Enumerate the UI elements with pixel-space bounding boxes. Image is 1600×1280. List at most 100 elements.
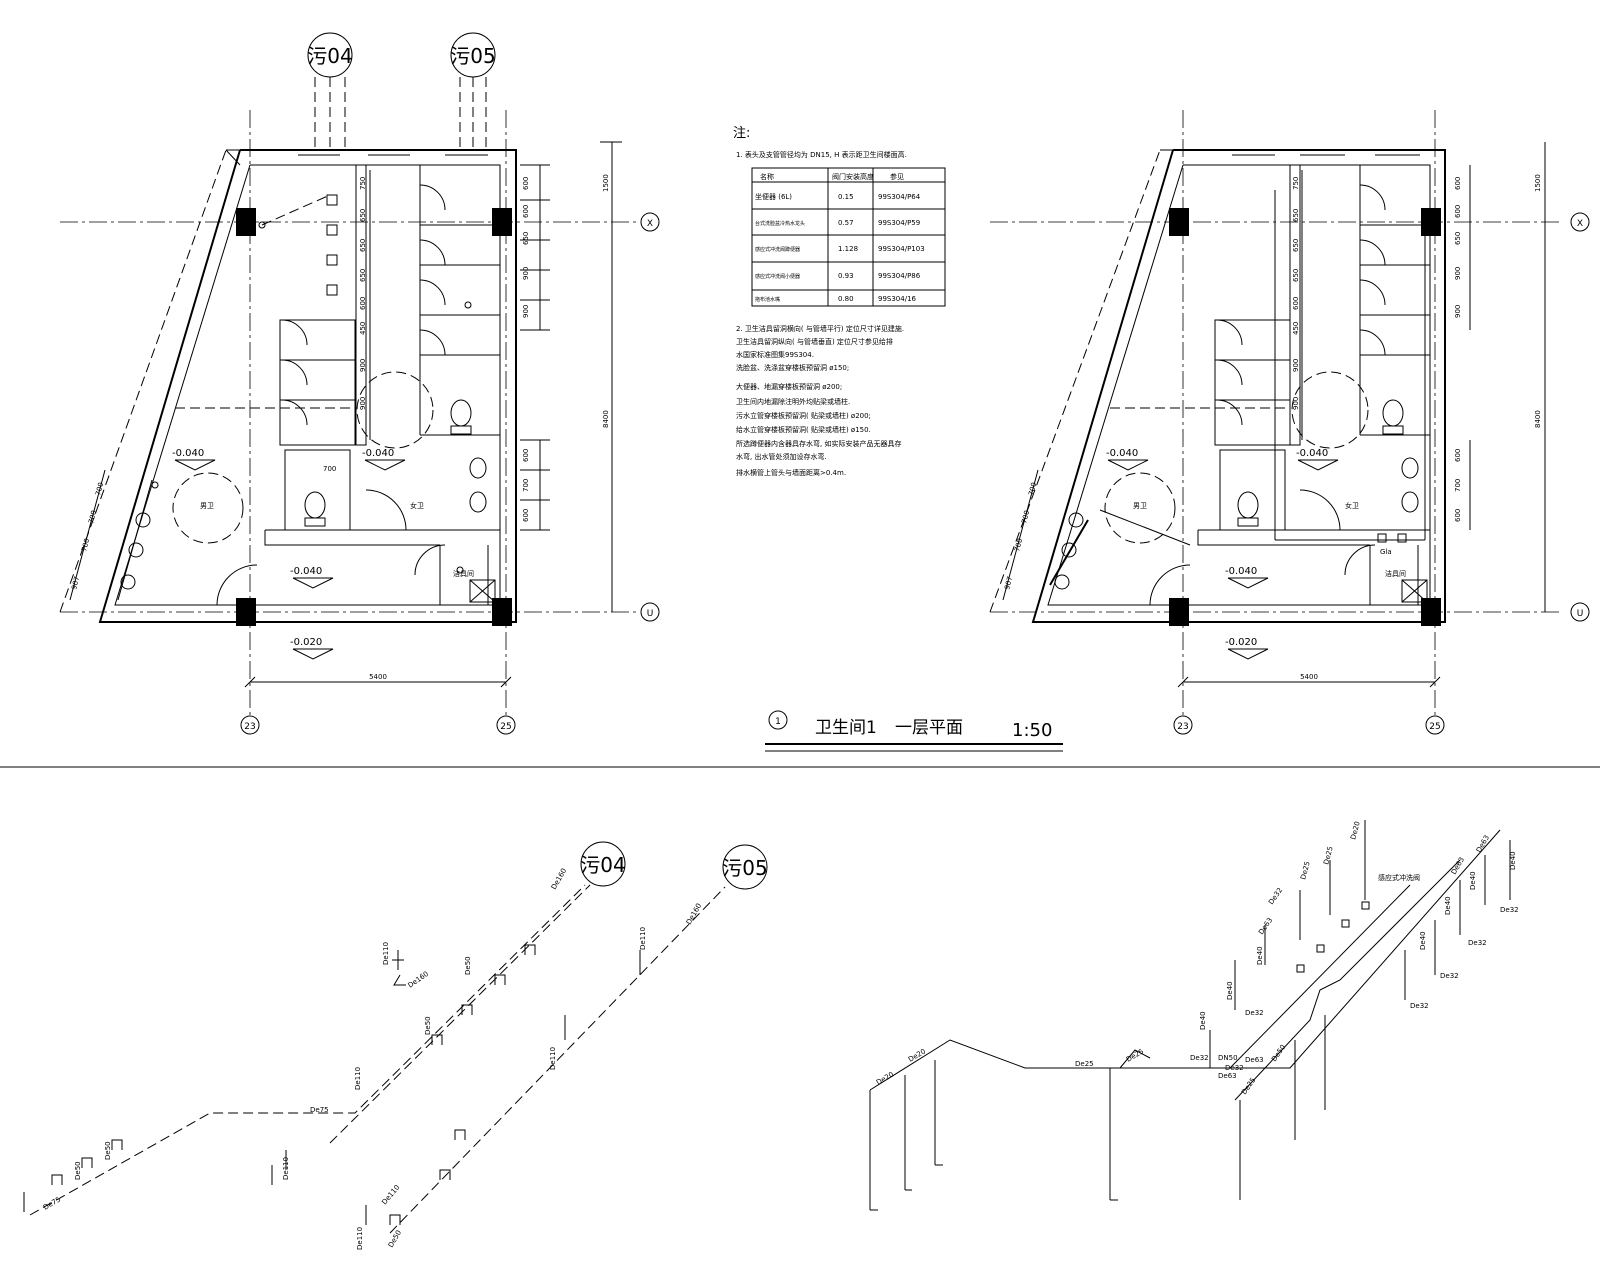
supply-de25-4: De25: [1299, 860, 1312, 880]
td-r2-c1: 台式洗脸盆冷热水龙头: [755, 220, 805, 227]
td-r2-c2: 0.57: [838, 219, 854, 227]
dim-r2-2: 600: [1454, 205, 1462, 218]
td-r1-c1: 坐便器 (6L): [755, 192, 792, 201]
supply-de32-3: De32: [1225, 1064, 1244, 1072]
supply-de20-1: De20: [875, 1070, 895, 1086]
axis-bubble-u-2: [1570, 602, 1590, 622]
dim-width-2: 5400: [1300, 673, 1318, 681]
axis-bubble-23: [240, 715, 260, 735]
note-2-l2: 卫生洁具留洞纵向( 与管墙垂直) 定位尺寸参见给排: [736, 337, 893, 346]
td-r1-c3: 99S304/P64: [878, 193, 921, 201]
supply-dn50: DN50: [1218, 1054, 1238, 1062]
axis-label-25: 25: [500, 722, 511, 732]
dim-8400-2: 8400: [1534, 410, 1542, 428]
dim-r5-2: 900: [1454, 305, 1462, 318]
dim-s4-2: 907: [1003, 576, 1014, 591]
supply-de32-5: De32: [1500, 906, 1519, 914]
dim-r7: 700: [522, 479, 530, 492]
axis-label-u: U: [647, 609, 654, 619]
axis-label-23: 23: [244, 722, 255, 732]
drain-de110-4: De110: [549, 1047, 557, 1070]
supply-de40-1: De40: [1199, 1011, 1207, 1030]
td-r4-c3: 99S304/P86: [878, 272, 921, 280]
supply-de63-4: De63: [1475, 834, 1491, 854]
dim-r6: 600: [522, 449, 530, 462]
stack-bubble-iso-2: [722, 844, 768, 890]
supply-de25-1: De25: [1075, 1060, 1094, 1068]
dim-i5: 600: [359, 297, 367, 310]
supply-de32-4: De32: [1267, 886, 1284, 906]
level-corridor-2: -0.040: [1225, 566, 1257, 577]
level-women: -0.040: [362, 448, 394, 459]
note-2-l8: 给水立管穿楼板预留洞( 贴梁或墙柱) ø150.: [736, 425, 871, 434]
drain-de50-1: De50: [464, 956, 472, 975]
th-height: 阀门安装高度: [832, 172, 874, 181]
dim-s3: 700: [80, 538, 91, 553]
plan-left: X U 23 25 污04 污05: [59, 32, 660, 735]
dim-s4: 907: [70, 576, 81, 591]
axis-bubble-x-2: [1570, 212, 1590, 232]
td-r5-c2: 0.80: [838, 295, 854, 303]
axis-bubble-25-2: [1425, 715, 1445, 735]
td-r2-c3: 99S304/P59: [878, 219, 920, 227]
supply-de40-4: De40: [1469, 871, 1477, 890]
stack-bubble-iso-1: [580, 841, 626, 887]
td-r4-c2: 0.93: [838, 272, 854, 280]
drain-de50-2: De50: [424, 1016, 432, 1035]
supply-de20-3: De20: [1349, 820, 1362, 840]
supply-de63-5: De63: [1450, 856, 1466, 876]
td-r1-c2: 0.15: [838, 193, 854, 201]
dim-r6-2: 600: [1454, 449, 1462, 462]
dim-1500-2: 1500: [1534, 174, 1542, 192]
axis-bubble-23-2: [1173, 715, 1193, 735]
title-bubble: [768, 710, 788, 730]
axis-label-25-2: 25: [1429, 722, 1440, 732]
stack-label-iso-2: 污05: [722, 856, 767, 880]
dim-s1: 700: [94, 482, 105, 497]
note-2-l1: 2. 卫生洁具留洞横向( 与管墙平行) 定位尺寸详见建施.: [736, 324, 904, 333]
room-janitor: 洁具间: [453, 569, 474, 578]
dim-r7-2: 700: [1454, 479, 1462, 492]
supply-de40-3: De40: [1256, 946, 1264, 965]
supply-de40-7: De40: [1509, 851, 1517, 870]
dim-r3-2: 650: [1454, 232, 1462, 245]
supply-de32-2: De32: [1245, 1009, 1264, 1017]
drain-de110-2: De110: [354, 1067, 362, 1090]
axis-bubble-u: [640, 602, 660, 622]
note-2-l7: 污水立管穿楼板预留洞( 贴梁或墙柱) ø200;: [736, 411, 871, 420]
supply-de40-5: De40: [1444, 896, 1452, 915]
dim-i4-2: 650: [1292, 269, 1300, 282]
dim-r3: 650: [522, 232, 530, 245]
note-2-l5: 大便器、地漏穿楼板预留洞 ø200;: [736, 382, 842, 391]
supply-de25-5: De25: [1322, 845, 1335, 865]
level-outside: -0.020: [290, 637, 322, 648]
notes-block: 注: 1. 表头及支管管径均为 DN15, H 表示距卫生间楼面高. 名称 阀门…: [733, 126, 946, 477]
axis-bubble-x: [640, 212, 660, 232]
dim-r8: 600: [522, 509, 530, 522]
drain-de160-1: De160: [407, 970, 430, 990]
drain-de110-6: De110: [380, 1183, 401, 1206]
dim-s1-2: 700: [1027, 482, 1038, 497]
supply-de32-7: De32: [1440, 972, 1459, 980]
dim-r1-2: 600: [1454, 177, 1462, 190]
dim-i1-2: 750: [1292, 177, 1300, 190]
title-scale: 1:50: [1012, 720, 1052, 741]
dim-i6-2: 450: [1292, 322, 1300, 335]
dim-i3: 650: [359, 239, 367, 252]
dim-r4: 900: [522, 267, 530, 280]
axis-bubble-25: [496, 715, 516, 735]
drainage-isometric: 污04 污05 De110 D: [23, 841, 768, 1250]
note-1: 1. 表头及支管管径均为 DN15, H 表示距卫生间楼面高.: [736, 150, 907, 159]
dim-r1: 600: [522, 177, 530, 190]
level-outside-2: -0.020: [1225, 637, 1257, 648]
dim-r8-2: 600: [1454, 509, 1462, 522]
supply-valve-label: 感应式冲洗阀: [1378, 873, 1420, 882]
supply-de40-2: De40: [1226, 981, 1234, 1000]
axis-label-u-2: U: [1577, 609, 1584, 619]
dim-i2: 650: [359, 209, 367, 222]
supply-de32-8: De32: [1410, 1002, 1429, 1010]
dim-s2: 700: [87, 510, 98, 525]
drain-de110-1: De110: [382, 942, 390, 965]
room-women-2: 女卫: [1345, 501, 1359, 510]
